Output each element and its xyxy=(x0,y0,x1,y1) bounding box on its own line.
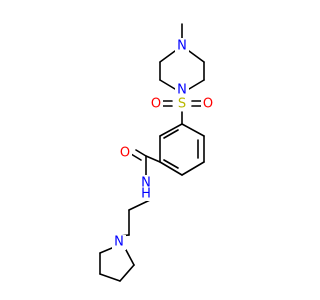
bond-pip-4 xyxy=(188,50,205,63)
atom-n-pip-top: N xyxy=(175,38,189,54)
bond-co-b xyxy=(130,153,142,161)
svg-text:N: N xyxy=(177,83,187,98)
svg-text:H: H xyxy=(141,187,151,202)
svg-text:O: O xyxy=(120,146,130,161)
svg-text:O: O xyxy=(151,97,161,112)
atom-n-amide: N xyxy=(139,175,153,191)
svg-text:N: N xyxy=(177,39,187,54)
bond-ring-carbonyl xyxy=(145,155,161,163)
atom-s: S xyxy=(175,96,189,112)
atom-o-left: O xyxy=(149,96,163,112)
atom-n-pyrrolidine: N xyxy=(112,235,126,250)
atom-h-amide: H xyxy=(139,187,153,202)
bond-benz-1 xyxy=(181,123,205,137)
molecule-diagram: N N S O O O N xyxy=(99,23,215,282)
svg-text:S: S xyxy=(178,97,186,112)
bond-benz-inner-2 xyxy=(163,159,179,169)
bond-pip-1 xyxy=(159,50,176,63)
molecule-svg: N N S O O O N xyxy=(99,23,215,282)
bond-benz-4 xyxy=(159,161,183,176)
bond-benz-3 xyxy=(181,161,205,176)
bond-pip-6 xyxy=(188,79,205,90)
bonds xyxy=(99,23,205,282)
atom-o-amide: O xyxy=(118,145,132,161)
atom-n-pip-bottom: N xyxy=(175,83,189,98)
bond-co-a xyxy=(135,149,147,157)
svg-text:O: O xyxy=(203,97,213,112)
svg-text:N: N xyxy=(141,176,151,191)
bond-pyr-1 xyxy=(99,247,113,254)
bond-chain-2 xyxy=(128,199,151,211)
bond-benz-inner-3 xyxy=(163,129,179,139)
bond-pyr-5 xyxy=(125,249,135,266)
atoms: N N S O O O N xyxy=(112,38,215,250)
atom-o-right: O xyxy=(201,96,215,112)
bond-pyr-4 xyxy=(119,264,135,282)
svg-text:N: N xyxy=(114,235,124,250)
bond-benz-6 xyxy=(159,123,183,137)
bond-pip-3 xyxy=(159,79,176,90)
bond-pyr-3 xyxy=(99,273,121,282)
